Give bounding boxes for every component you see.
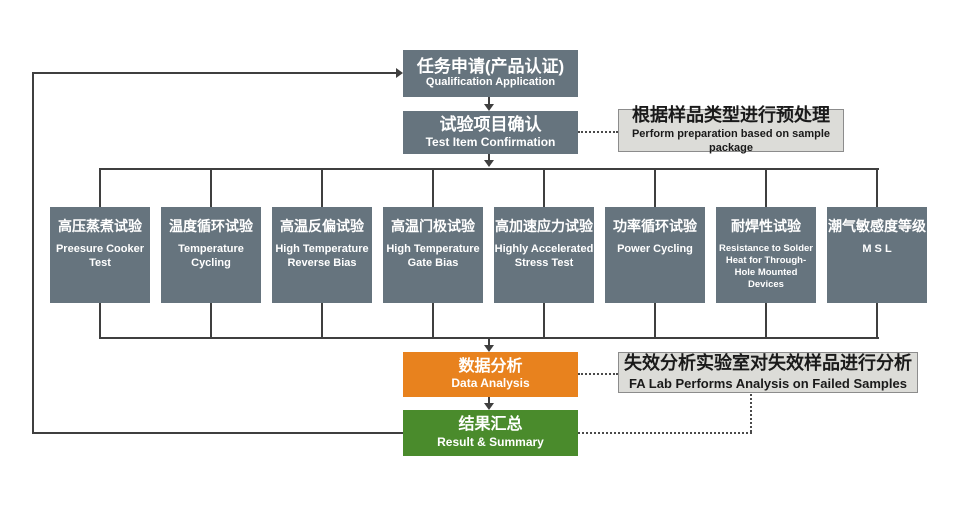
node-test-power-cycling-en: Power Cycling — [617, 243, 693, 256]
node-qualification-application: 任务申请(产品认证) Qualification Application — [403, 50, 578, 97]
arrowhead-into-application-icon — [396, 68, 403, 78]
connector-feedback-top — [32, 72, 396, 74]
note-fa-lab-en: FA Lab Performs Analysis on Failed Sampl… — [629, 375, 907, 391]
node-data-analysis-en: Data Analysis — [451, 376, 530, 391]
node-test-ht-reverse-bias-zh: 高温反偏试验 — [280, 218, 364, 234]
node-test-ht-gate-bias: 高温门极试验 High Temperature Gate Bias — [383, 207, 483, 303]
connector-bus-to-analysis — [488, 337, 490, 346]
node-result-summary-en: Result & Summary — [437, 434, 544, 449]
node-test-power-cycling-zh: 功率循环试验 — [613, 218, 697, 234]
node-test-temperature-cycling-en: Temperature Cycling — [178, 243, 244, 269]
connector-analysis-to-result — [488, 397, 490, 404]
node-test-solder-heat-en: Resistance to Solder Heat for Through-Ho… — [719, 243, 813, 290]
node-test-ht-reverse-bias-en: High Temperature Reverse Bias — [275, 243, 369, 269]
node-test-msl-en: M S L — [862, 243, 892, 256]
connector-dotted-confirmation-to-note — [578, 131, 618, 133]
connector-top-drop-1 — [99, 168, 101, 207]
arrowhead-into-result-icon — [484, 403, 494, 410]
node-test-item-confirmation-zh: 试验项目确认 — [439, 115, 542, 135]
node-test-hast-en: Highly Accelerated Stress Test — [494, 243, 594, 269]
connector-dotted-fa-to-result — [578, 432, 752, 434]
node-test-temperature-cycling: 温度循环试验 Temperature Cycling — [161, 207, 261, 303]
connector-top-bus — [99, 168, 879, 170]
connector-dotted-fa-down — [750, 394, 752, 432]
note-preparation: 根据样品类型进行预处理 Perform preparation based on… — [618, 105, 844, 154]
node-qualification-application-en: Qualification Application — [425, 76, 556, 89]
connector-feedback-vertical — [32, 72, 34, 434]
connector-top-drop-8 — [876, 168, 878, 207]
node-test-msl-zh: 潮气敏感度等级 — [828, 218, 926, 234]
node-test-ht-gate-bias-en: High Temperature Gate Bias — [386, 243, 480, 269]
connector-top-drop-5 — [543, 168, 545, 207]
node-qualification-application-zh: 任务申请(产品认证) — [416, 56, 565, 76]
connector-bottom-drop-6 — [654, 303, 656, 339]
note-fa-lab: 失效分析实验室对失效样品进行分析 FA Lab Performs Analysi… — [618, 352, 918, 393]
connector-feedback-bottom — [32, 432, 403, 434]
note-preparation-zh: 根据样品类型进行预处理 — [632, 105, 830, 126]
node-test-pressure-cooker-en: Preesure Cooker Test — [55, 243, 145, 269]
node-test-solder-heat-zh: 耐焊性试验 — [731, 218, 801, 234]
connector-top-drop-2 — [210, 168, 212, 207]
node-test-ht-reverse-bias: 高温反偏试验 High Temperature Reverse Bias — [272, 207, 372, 303]
connector-bottom-drop-4 — [432, 303, 434, 339]
connector-bottom-drop-2 — [210, 303, 212, 339]
node-test-hast: 高加速应力试验 Highly Accelerated Stress Test — [494, 207, 594, 303]
connector-dotted-analysis-to-fa — [578, 373, 618, 375]
node-test-pressure-cooker: 高压蒸煮试验 Preesure Cooker Test — [50, 207, 150, 303]
node-data-analysis-zh: 数据分析 — [458, 357, 523, 375]
node-data-analysis: 数据分析 Data Analysis — [403, 352, 578, 397]
note-fa-lab-zh: 失效分析实验室对失效样品进行分析 — [624, 353, 912, 374]
arrowhead-into-analysis-icon — [484, 345, 494, 352]
connector-bottom-drop-5 — [543, 303, 545, 339]
connector-bottom-drop-7 — [765, 303, 767, 339]
node-result-summary-zh: 结果汇总 — [458, 416, 523, 434]
connector-top-drop-7 — [765, 168, 767, 207]
connector-bottom-drop-3 — [321, 303, 323, 339]
node-test-item-confirmation: 试验项目确认 Test Item Confirmation — [403, 111, 578, 154]
connector-top-drop-3 — [321, 168, 323, 207]
arrowhead-into-confirmation-icon — [484, 104, 494, 111]
node-test-item-confirmation-en: Test Item Confirmation — [425, 134, 556, 149]
connector-bottom-drop-8 — [876, 303, 878, 339]
node-test-msl: 潮气敏感度等级 M S L — [827, 207, 927, 303]
node-result-summary: 结果汇总 Result & Summary — [403, 410, 578, 456]
connector-app-to-confirmation — [488, 97, 490, 106]
connector-bottom-drop-1 — [99, 303, 101, 339]
node-test-pressure-cooker-zh: 高压蒸煮试验 — [58, 218, 142, 234]
node-test-hast-zh: 高加速应力试验 — [495, 218, 593, 234]
connector-top-drop-4 — [432, 168, 434, 207]
connector-confirmation-to-bus — [488, 154, 490, 162]
connector-top-drop-6 — [654, 168, 656, 207]
note-preparation-en: Perform preparation based on sample pack… — [631, 128, 831, 154]
node-test-power-cycling: 功率循环试验 Power Cycling — [605, 207, 705, 303]
arrowhead-into-bus-icon — [484, 160, 494, 167]
node-test-temperature-cycling-zh: 温度循环试验 — [169, 218, 253, 234]
node-test-ht-gate-bias-zh: 高温门极试验 — [391, 218, 475, 234]
node-test-solder-heat: 耐焊性试验 Resistance to Solder Heat for Thro… — [716, 207, 816, 303]
